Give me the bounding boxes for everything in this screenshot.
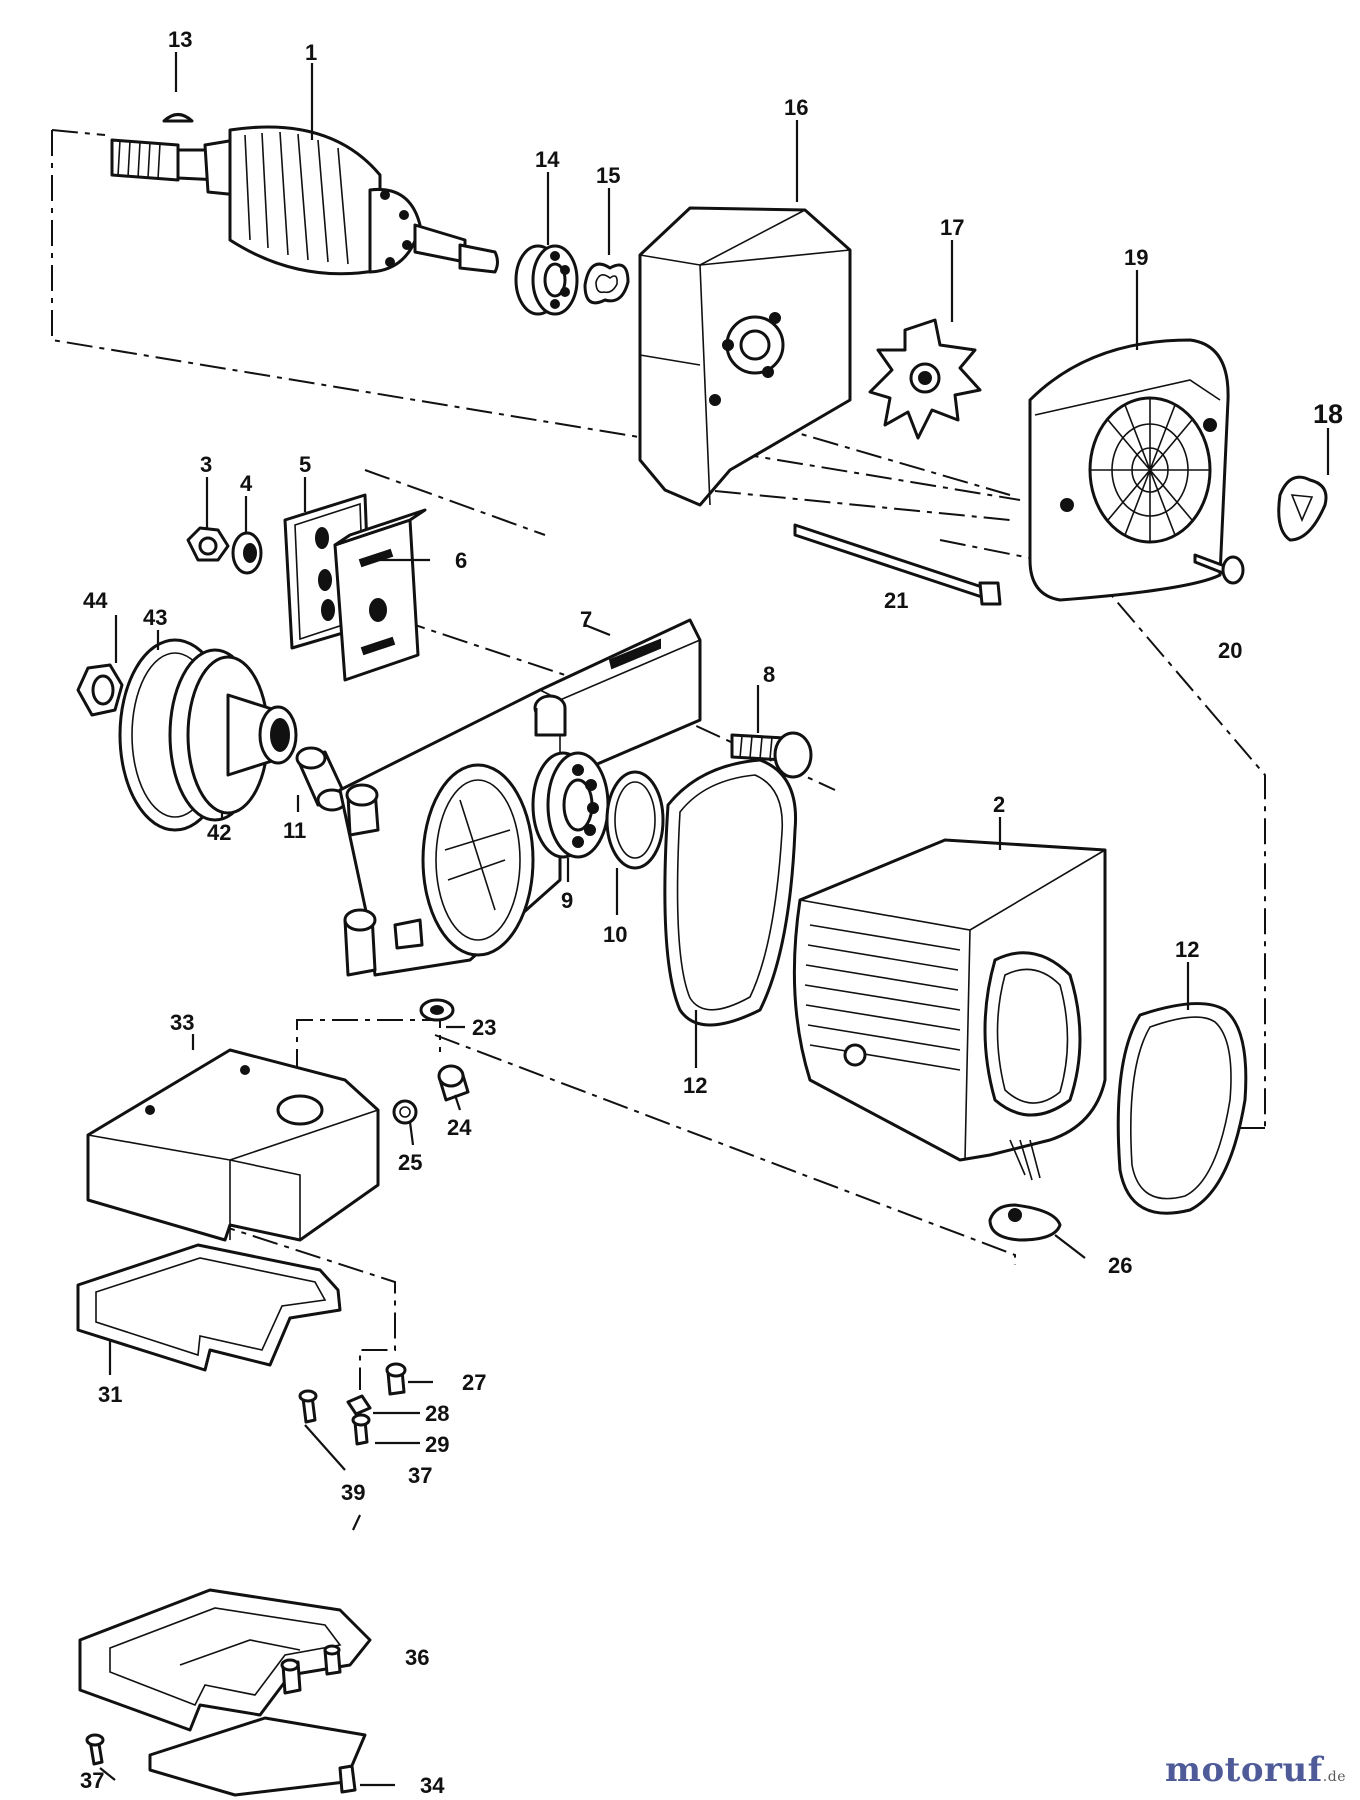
callout-27: 27 <box>462 1370 486 1395</box>
callout-23: 23 <box>472 1015 496 1040</box>
bearing-part-14 <box>514 244 579 316</box>
callout-10: 10 <box>603 922 627 947</box>
callout-16: 16 <box>784 95 808 120</box>
tie-rod-part-21 <box>793 523 1002 606</box>
watermark-logo: motoruf.de <box>1165 1750 1346 1790</box>
bushing-part-11 <box>295 746 348 812</box>
callout-12-left: 12 <box>683 1073 707 1098</box>
callout-25: 25 <box>398 1150 422 1175</box>
wavy-washer-part-15 <box>583 262 630 305</box>
callout-43: 43 <box>143 605 167 630</box>
motor-bracket-part-7 <box>338 618 702 977</box>
plug-part-24 <box>437 1064 470 1102</box>
gasket-part-12-right <box>1116 1002 1248 1215</box>
callout-37-lower: 37 <box>80 1768 104 1793</box>
screw-part-20 <box>1193 553 1245 585</box>
callout-5: 5 <box>299 452 311 477</box>
slide-plate-part-6 <box>333 508 427 682</box>
callout-9: 9 <box>561 888 573 913</box>
screw-part-39 <box>298 1389 318 1424</box>
leader-lines <box>99 52 1330 1787</box>
washer-part-23 <box>419 998 455 1022</box>
gasket-part-12-left <box>663 758 798 1027</box>
watermark-suffix: .de <box>1322 1769 1346 1785</box>
armature-part-1 <box>110 113 499 276</box>
spring-ring-part-10 <box>605 770 665 870</box>
watermark-text: motoruf <box>1165 1750 1323 1790</box>
callout-1: 1 <box>305 40 317 65</box>
callout-labels: 13 1 14 15 16 17 19 18 3 4 5 6 21 20 44 … <box>80 27 1343 1798</box>
screw-part-27 <box>385 1362 407 1396</box>
callout-7: 7 <box>580 607 592 632</box>
callout-15: 15 <box>596 163 620 188</box>
fan-housing-part-16 <box>638 206 852 507</box>
callout-18: 18 <box>1313 399 1343 429</box>
fan-part-17 <box>868 318 982 440</box>
callout-34: 34 <box>420 1773 445 1798</box>
clip-part-18 <box>1277 475 1328 542</box>
callout-31: 31 <box>98 1382 122 1407</box>
callout-12-right: 12 <box>1175 937 1199 962</box>
callout-14: 14 <box>535 147 560 172</box>
callout-6: 6 <box>455 548 467 573</box>
stator-part-2 <box>792 838 1107 1181</box>
callout-44: 44 <box>83 588 108 613</box>
callout-42: 42 <box>207 820 231 845</box>
nut-part-3 <box>186 526 230 562</box>
terminal-box-part-33 <box>86 1048 380 1242</box>
washer-part-28 <box>346 1394 372 1416</box>
bearing-part-9 <box>531 751 610 859</box>
base-plate-part-34 <box>148 1716 367 1797</box>
callout-39: 39 <box>341 1480 365 1505</box>
hex-nut-part-44 <box>76 663 124 717</box>
callout-2: 2 <box>993 792 1005 817</box>
cover-plate-part-36 <box>78 1588 372 1732</box>
fan-cover-part-19 <box>1028 338 1230 602</box>
callout-17: 17 <box>940 215 964 240</box>
plug-part-25 <box>392 1099 418 1125</box>
callout-26: 26 <box>1108 1253 1132 1278</box>
callout-37-upper: 37 <box>408 1463 432 1488</box>
callout-19: 19 <box>1124 245 1148 270</box>
callout-36: 36 <box>405 1645 429 1670</box>
callout-11: 11 <box>283 818 306 843</box>
callout-4: 4 <box>240 471 253 496</box>
washer-part-4 <box>231 531 263 575</box>
callout-29: 29 <box>425 1432 449 1457</box>
callout-20: 20 <box>1218 638 1242 663</box>
callout-13: 13 <box>168 27 192 52</box>
callout-33: 33 <box>170 1010 194 1035</box>
bolt-part-8 <box>730 731 813 779</box>
callout-8: 8 <box>763 662 775 687</box>
screw-part-29 <box>351 1413 371 1446</box>
callout-28: 28 <box>425 1401 449 1426</box>
cable-grommet-part-26 <box>988 1203 1062 1242</box>
callout-3: 3 <box>200 452 212 477</box>
screw-part-37-lower <box>85 1733 105 1766</box>
callout-21: 21 <box>884 588 908 613</box>
gasket-part-31 <box>76 1243 342 1372</box>
callout-24: 24 <box>447 1115 472 1140</box>
pulley-part-42 <box>168 648 298 822</box>
